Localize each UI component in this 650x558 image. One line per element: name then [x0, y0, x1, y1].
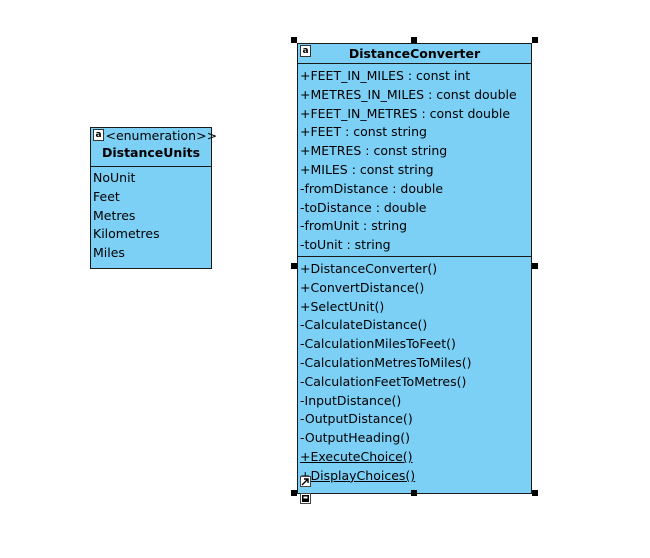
attribute-row[interactable]: -toUnit : string [300, 237, 391, 253]
selection-handle-top-right[interactable] [532, 37, 538, 43]
enum-literal[interactable]: Kilometres [93, 226, 160, 242]
class-header: a DistanceConverter [298, 44, 531, 64]
operation-row[interactable]: -InputDistance() [300, 392, 402, 408]
compartment-divider [298, 256, 531, 257]
link-icon[interactable] [300, 493, 311, 504]
operation-row[interactable]: -OutputDistance() [300, 411, 413, 427]
class-title[interactable]: DistanceConverter [348, 46, 481, 61]
operation-row[interactable]: -CalculationMilesToFeet() [300, 336, 456, 352]
class-type-icon: a [93, 129, 104, 141]
operation-row[interactable]: -CalculationMetresToMiles() [300, 354, 472, 370]
class-type-icon: a [300, 45, 311, 57]
enum-stereotype: <<enumeration>> [95, 128, 218, 143]
operation-row-static[interactable]: +ExecuteChoice() [300, 448, 413, 464]
resize-arrow-glyph [301, 478, 309, 486]
enum-literal[interactable]: Miles [93, 245, 125, 261]
attribute-row[interactable]: +METRES_IN_MILES : const double [300, 86, 517, 102]
selection-handle-top-center[interactable] [411, 37, 417, 43]
resize-arrow-icon[interactable] [300, 476, 311, 487]
attribute-row[interactable]: -fromUnit : string [300, 218, 408, 234]
enum-literals: NoUnit Feet Metres Kilometres Miles [91, 167, 211, 265]
selection-handle-bottom-right[interactable] [532, 490, 538, 496]
enum-header: a <<enumeration>> DistanceUnits [91, 128, 218, 167]
attribute-row[interactable]: +MILES : const string [300, 161, 434, 177]
attribute-row[interactable]: +METRES : const string [300, 143, 448, 159]
enum-distance-units[interactable]: a <<enumeration>> DistanceUnits NoUnit F… [90, 127, 218, 269]
attribute-row[interactable]: +FEET_IN_MILES : const int [300, 68, 471, 83]
selection-handle-bottom-left[interactable] [291, 490, 297, 496]
selection-handle-middle-left[interactable] [291, 263, 297, 269]
attribute-row[interactable]: -toDistance : double [300, 199, 427, 215]
operation-row-static[interactable]: +DisplayChoices() [300, 467, 416, 483]
enum-title[interactable]: DistanceUnits [101, 145, 201, 160]
attribute-row[interactable]: +FEET_IN_METRES : const double [300, 105, 511, 121]
attribute-row[interactable]: +FEET : const string [300, 124, 427, 140]
selection-handle-middle-right[interactable] [532, 263, 538, 269]
operation-row[interactable]: -CalculationFeetToMetres() [300, 373, 467, 389]
operation-row[interactable]: -OutputHeading() [300, 430, 411, 446]
operation-row[interactable]: +ConvertDistance() [300, 279, 425, 295]
link-glyph [302, 495, 309, 502]
attributes-compartment: +FEET_IN_MILES : const int +METRES_IN_MI… [298, 64, 531, 256]
enum-literal[interactable]: NoUnit [93, 170, 136, 185]
class-distance-converter[interactable]: a DistanceConverter +FEET_IN_MILES : con… [297, 43, 532, 494]
enum-literal[interactable]: Metres [93, 207, 136, 223]
operation-row[interactable]: +SelectUnit() [300, 298, 385, 314]
enum-literal[interactable]: Feet [93, 188, 120, 204]
operation-row[interactable]: -CalculateDistance() [300, 317, 428, 333]
attribute-row[interactable]: -fromDistance : double [300, 180, 444, 196]
selection-handle-top-left[interactable] [291, 37, 297, 43]
operation-row[interactable]: +DistanceConverter() [300, 261, 438, 276]
operations-compartment: +DistanceConverter() +ConvertDistance() … [298, 257, 531, 488]
selection-handle-bottom-center[interactable] [411, 490, 417, 496]
